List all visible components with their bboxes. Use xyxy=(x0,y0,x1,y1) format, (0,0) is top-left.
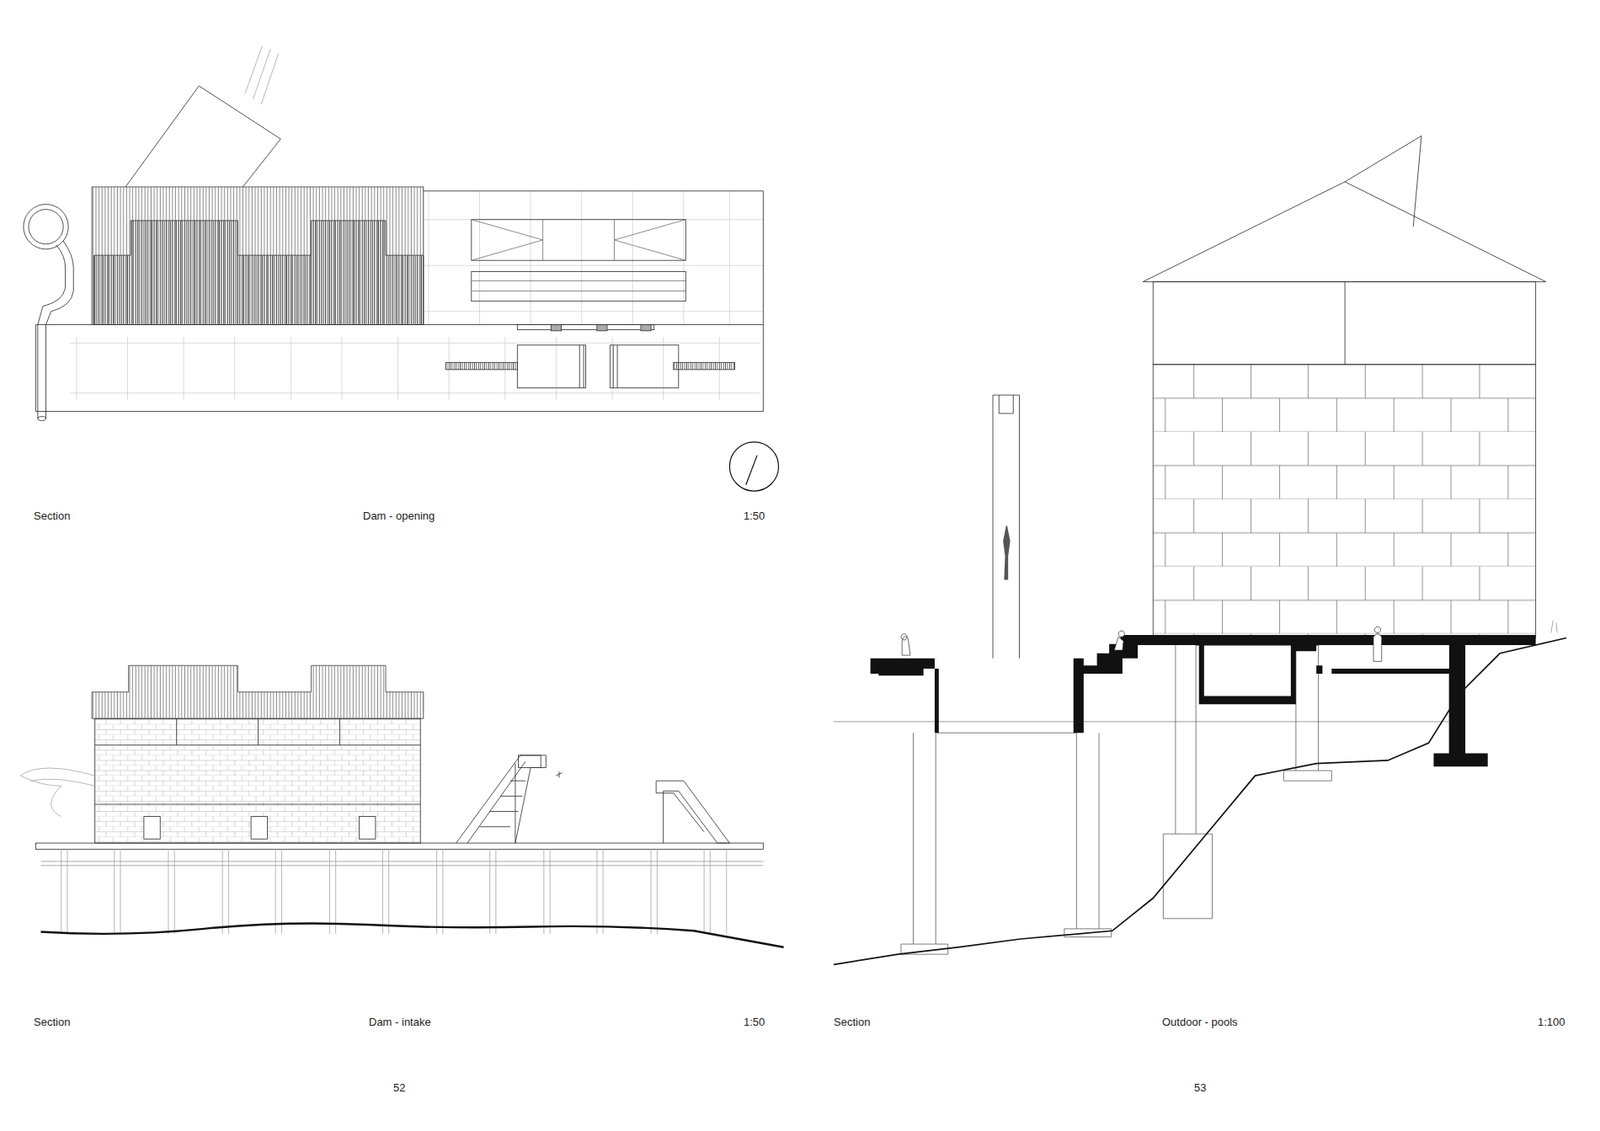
drawing-caption: 1:50 xyxy=(743,509,765,523)
page-number: 53 xyxy=(1194,1081,1206,1095)
drawing-caption: Section xyxy=(833,1015,870,1030)
drawing-caption: Section xyxy=(33,509,70,523)
dam-opening-drawing xyxy=(23,46,779,491)
drawing-caption: 1:100 xyxy=(1537,1015,1566,1030)
drawing-caption: Dam - opening xyxy=(362,509,435,523)
dam-intake-drawing xyxy=(20,665,784,947)
outdoor-pools-drawing xyxy=(833,135,1567,965)
drawing-caption: Dam - intake xyxy=(368,1015,432,1030)
drawing-caption: 1:50 xyxy=(743,1015,765,1030)
drawing-caption: Outdoor - pools xyxy=(1162,1015,1238,1030)
drawing-caption: Section xyxy=(33,1015,70,1030)
page-number: 52 xyxy=(393,1081,406,1095)
